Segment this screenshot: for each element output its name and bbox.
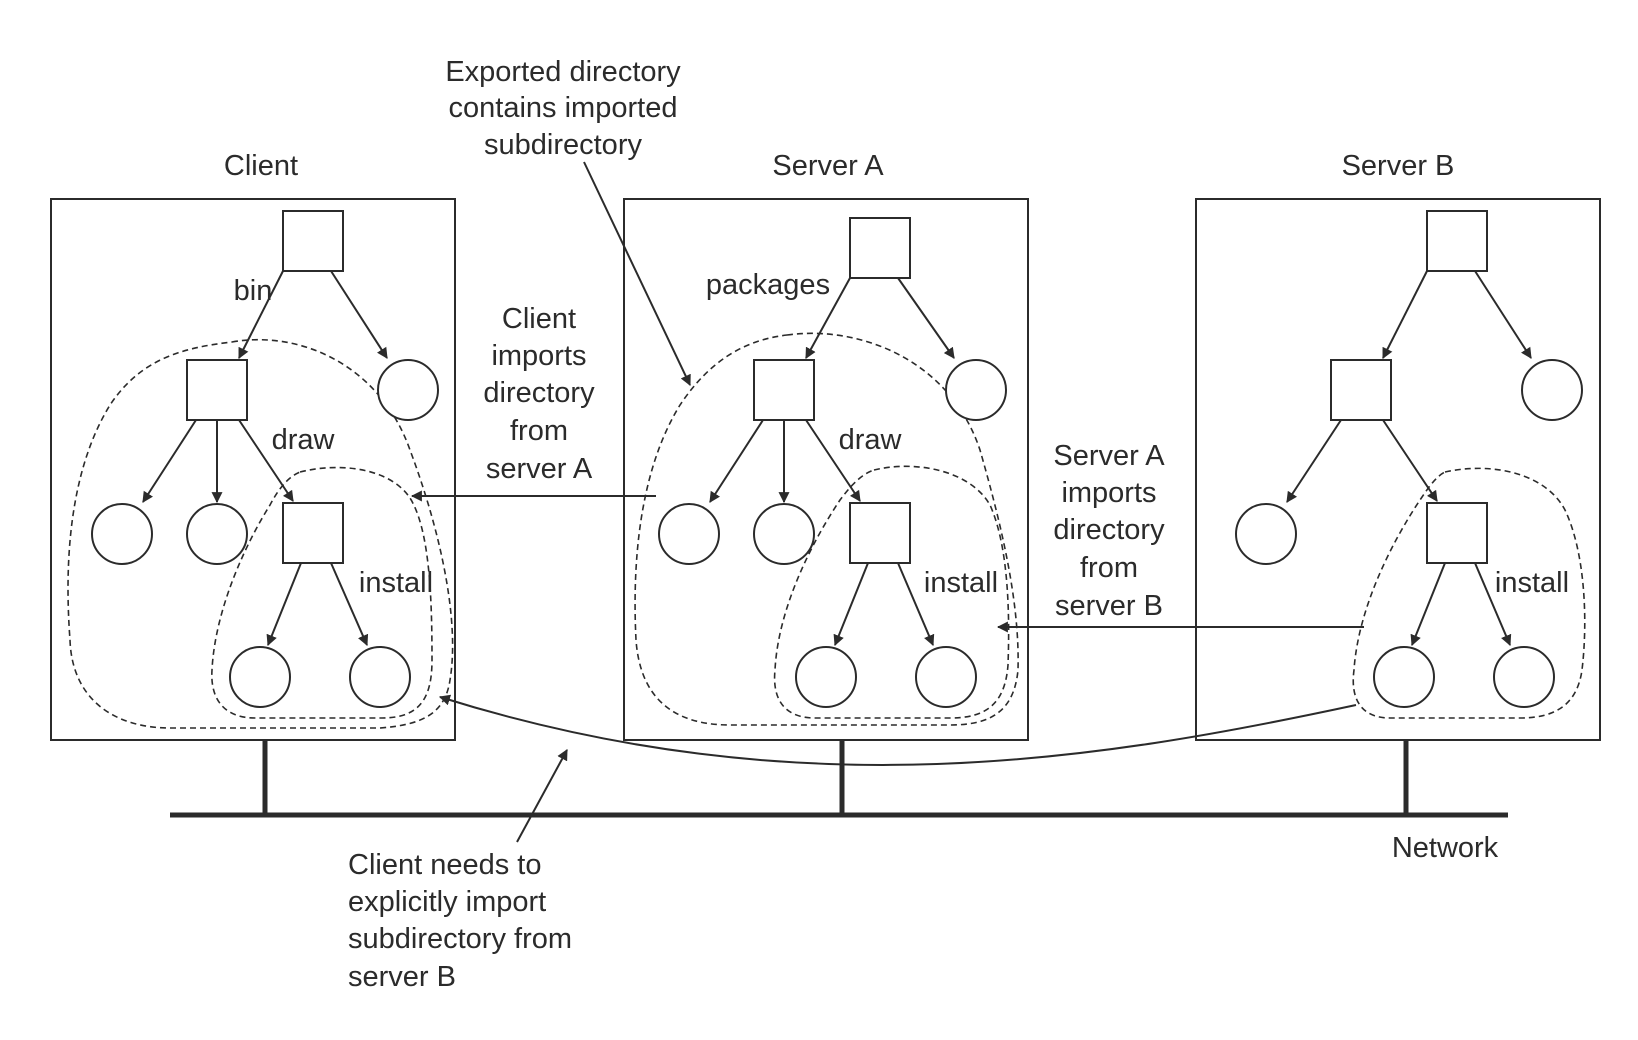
server-b-label-install: install <box>1495 567 1569 599</box>
client-bin-directory <box>186 359 248 421</box>
annotation-line: server B <box>348 961 456 993</box>
server-b-edge-root-file <box>1474 270 1532 359</box>
client-install-file-1 <box>229 646 291 708</box>
server-b-edge-install <box>1382 419 1438 502</box>
server-b-root-file <box>1521 359 1583 421</box>
server-a-packages-file-1 <box>658 503 720 565</box>
server-a-machine: Server A packages draw install <box>623 150 1029 741</box>
server-a-packages-file-2 <box>753 503 815 565</box>
server-a-install-region <box>773 465 1010 719</box>
server-a-label-install: install <box>924 567 998 599</box>
annotation-line: from <box>1080 552 1138 584</box>
annotation-line: Server A <box>1053 440 1165 472</box>
client-title: Client <box>224 150 298 182</box>
server-b-edge-sub-file <box>1286 419 1342 503</box>
server-b-edge-sub <box>1382 270 1428 359</box>
server-b-title: Server B <box>1342 150 1455 182</box>
annotation-line: Client <box>502 303 576 335</box>
server-b-install-file-1 <box>1373 646 1435 708</box>
annotation-line: imports <box>1061 477 1156 509</box>
server-a-label-draw: draw <box>839 424 903 456</box>
server-a-edge-install-file-1 <box>833 562 869 647</box>
client-explicit-import-arrow <box>438 694 1357 766</box>
annotation-exported-directory: Exported directory contains imported sub… <box>445 56 681 161</box>
client-box <box>50 198 456 741</box>
annotation-server-a-imports: Server A imports directory from server B <box>1053 440 1165 622</box>
server-b-install-directory <box>1426 502 1488 564</box>
client-label-draw: draw <box>272 424 336 456</box>
import-arrows <box>410 161 1364 843</box>
server-a-install-file-2 <box>915 646 977 708</box>
server-b-sub-file <box>1235 503 1297 565</box>
server-a-edge-packages-file-1 <box>709 419 764 503</box>
annotation-line: server A <box>486 453 593 485</box>
server-a-title: Server A <box>772 150 884 182</box>
client-root-directory <box>282 210 344 272</box>
annotation-line: directory <box>483 377 595 409</box>
annotation-line: Client needs to <box>348 849 541 881</box>
server-b-install-file-2 <box>1493 646 1555 708</box>
annotation-line: subdirectory from <box>348 923 572 955</box>
client-bin-file-2 <box>186 503 248 565</box>
server-b-edge-install-file-1 <box>1410 562 1446 647</box>
server-a-edge-root-file <box>897 277 955 359</box>
network-label: Network <box>1392 832 1499 864</box>
client-imported-region <box>67 338 454 729</box>
server-a-install-directory <box>849 502 911 564</box>
server-b-install-region <box>1352 467 1586 719</box>
annotation-line: subdirectory <box>484 129 642 161</box>
annotation-client-needs: Client needs to explicitly import subdir… <box>348 849 572 993</box>
server-a-edge-draw <box>805 419 861 502</box>
server-a-edge-install-file-2 <box>897 562 935 647</box>
annotation-line: contains imported <box>449 92 678 124</box>
client-edge-bin-file-1 <box>142 419 197 503</box>
client-edge-install-file-1 <box>266 562 302 647</box>
server-a-root-directory <box>849 217 911 279</box>
server-b-edge-install-file-2 <box>1474 562 1512 647</box>
server-a-exported-region <box>634 332 1019 726</box>
annotation-line: imports <box>491 340 586 372</box>
client-edge-bin <box>238 270 284 359</box>
client-label-install: install <box>359 567 433 599</box>
annotation-line: server B <box>1055 590 1163 622</box>
client-bin-file-1 <box>91 503 153 565</box>
server-a-install-file-1 <box>795 646 857 708</box>
client-label-bin: bin <box>234 275 273 307</box>
server-a-edge-packages <box>805 277 851 359</box>
client-root-file <box>377 359 439 421</box>
server-b-sub-directory <box>1330 359 1392 421</box>
client-edge-root-file <box>330 270 388 359</box>
annotation-line: explicitly import <box>348 886 546 918</box>
client-edge-draw <box>238 419 294 502</box>
client-edge-install-file-2 <box>330 562 369 647</box>
client-install-directory <box>282 502 344 564</box>
server-b-box <box>1195 198 1601 741</box>
server-a-root-file <box>945 359 1007 421</box>
server-b-root-directory <box>1426 210 1488 272</box>
client-install-region <box>211 466 433 719</box>
server-b-machine: Server B install <box>1195 150 1601 741</box>
annotation-client-imports: Client imports directory from server A <box>483 303 595 485</box>
client-needs-pointer <box>516 749 568 843</box>
annotation-line: directory <box>1053 514 1165 546</box>
annotation-line: Exported directory <box>445 56 681 88</box>
client-machine: Client bin draw install <box>50 150 456 741</box>
client-install-file-2 <box>349 646 411 708</box>
server-a-box <box>623 198 1029 741</box>
annotation-line: from <box>510 415 568 447</box>
server-a-label-packages: packages <box>706 269 830 301</box>
exported-directory-pointer <box>583 161 691 386</box>
network: Network <box>170 740 1508 864</box>
server-a-packages-directory <box>753 359 815 421</box>
